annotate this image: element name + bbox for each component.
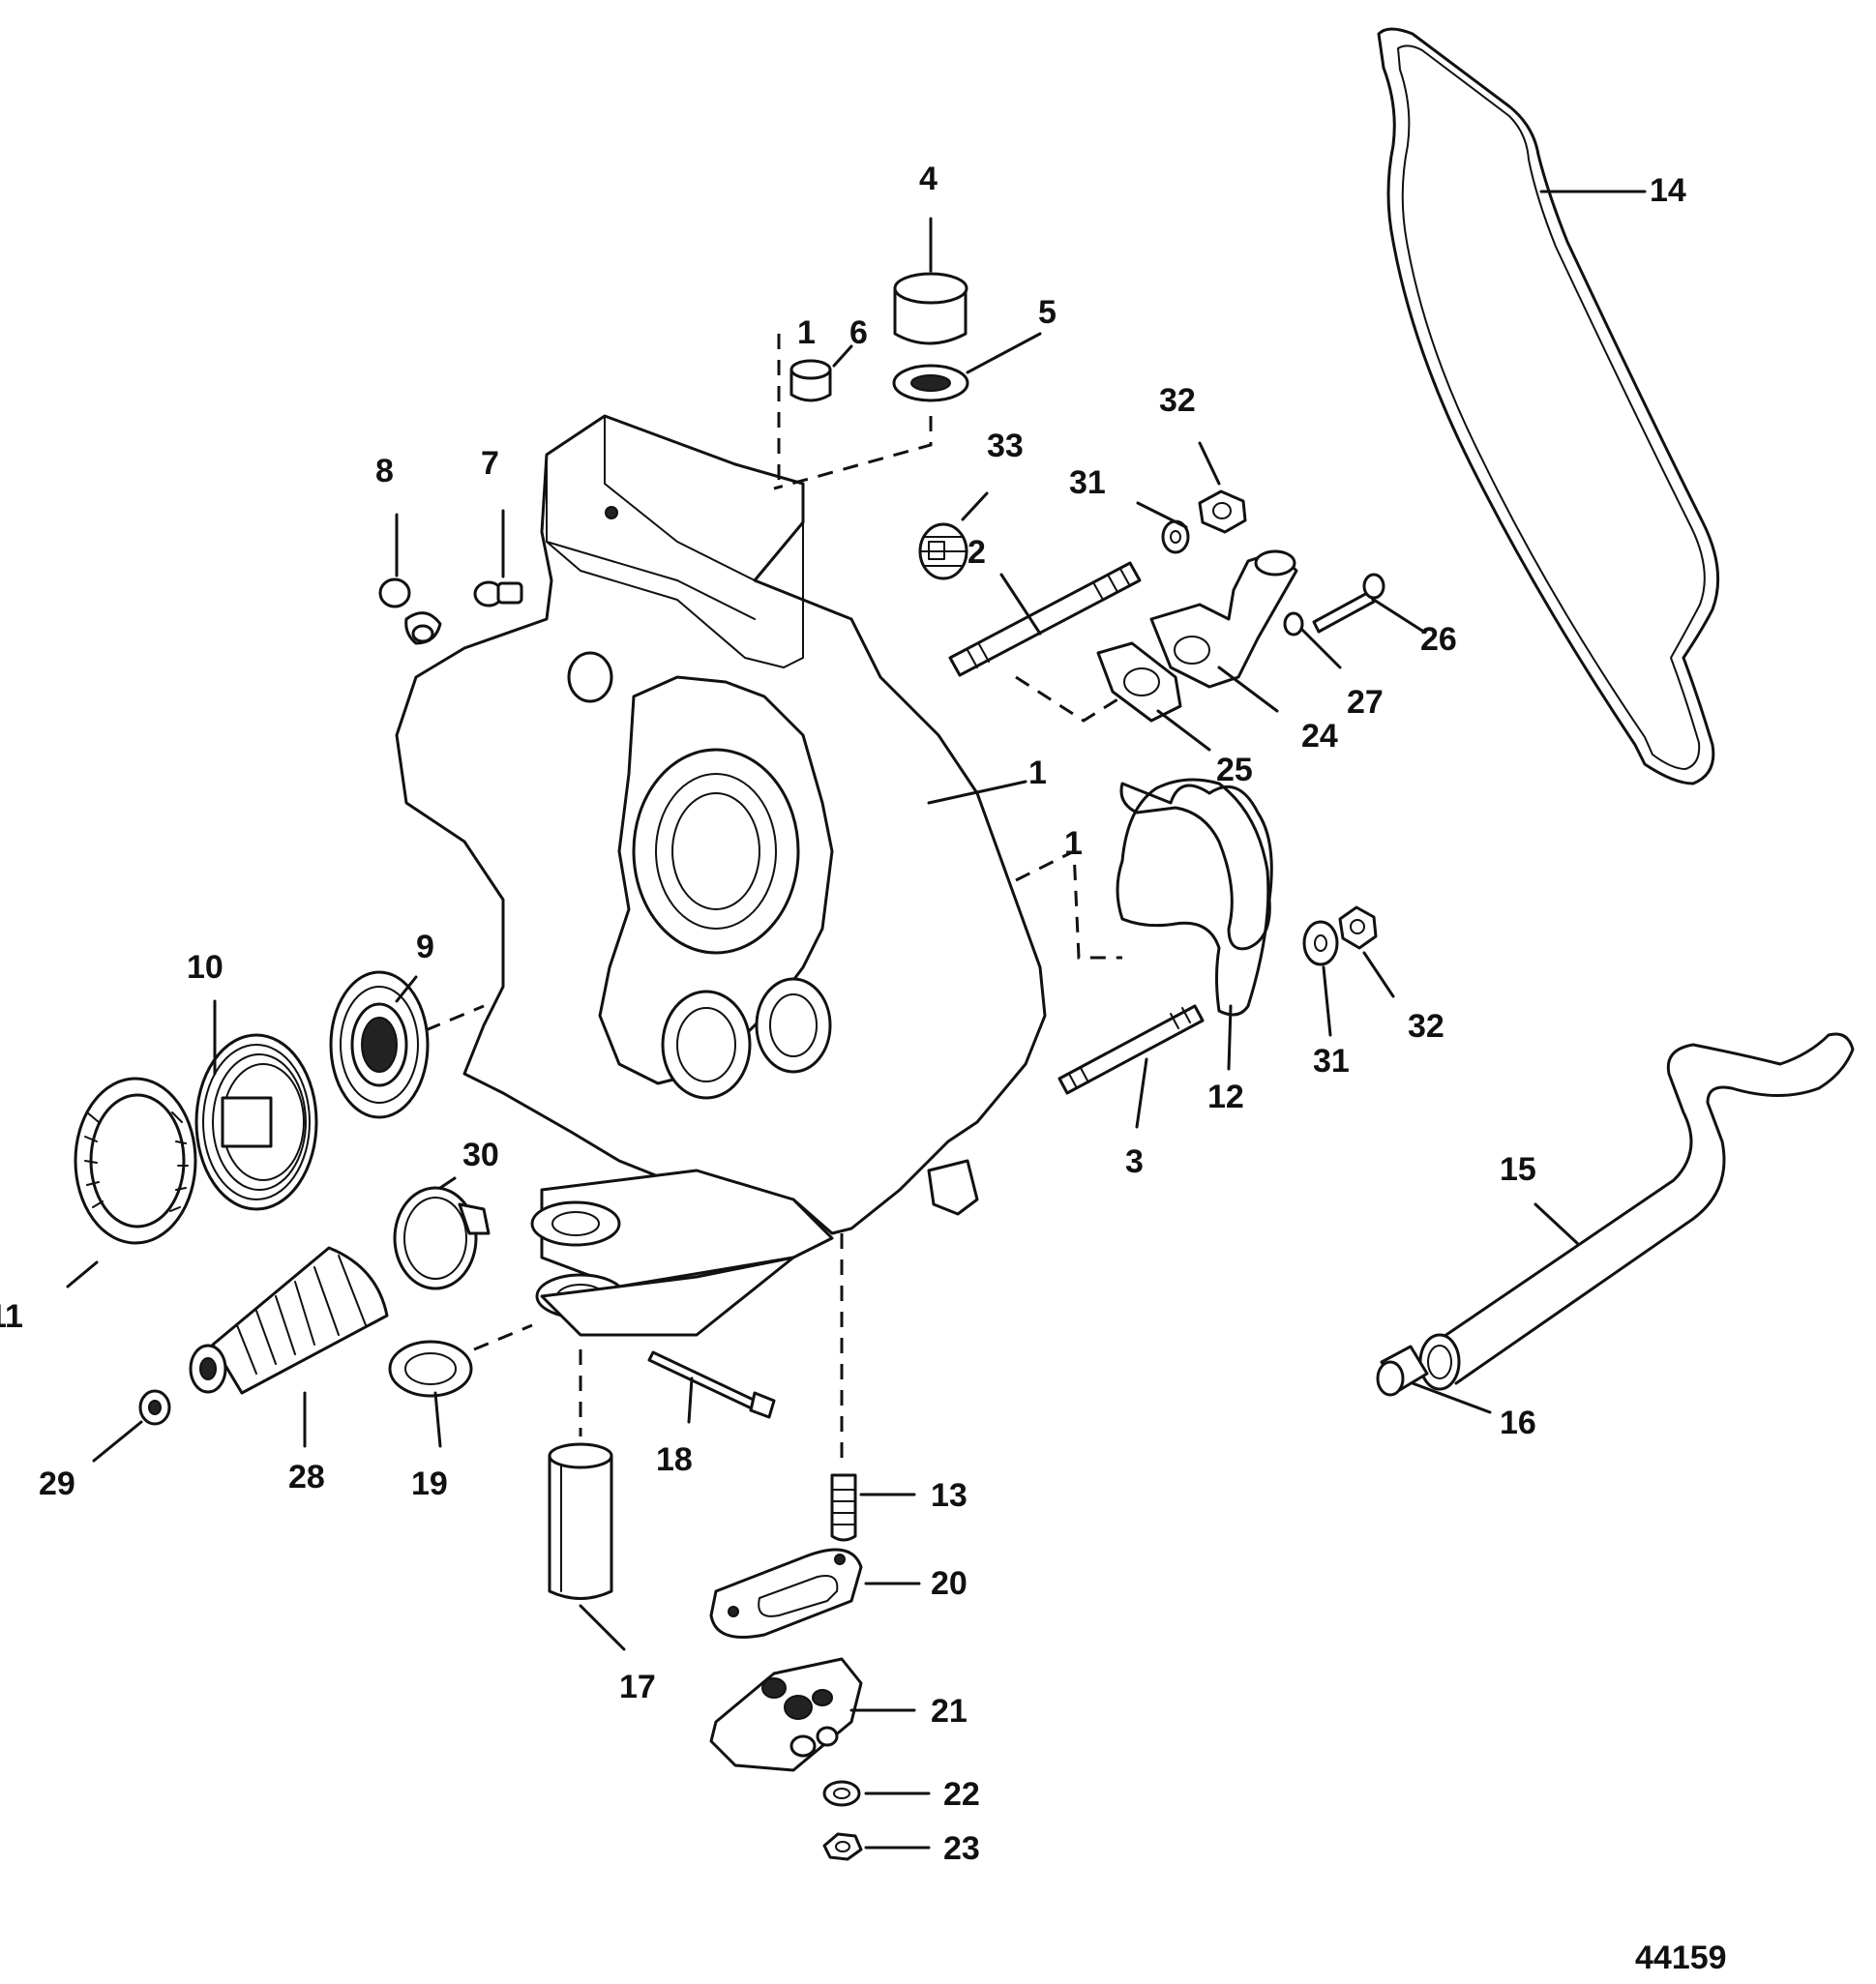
callout-24: 24 bbox=[1301, 718, 1338, 755]
callout-10: 10 bbox=[187, 949, 223, 986]
callout-2: 2 bbox=[968, 534, 986, 571]
callout-31-top: 31 bbox=[1069, 464, 1106, 501]
callout-4: 4 bbox=[919, 161, 938, 197]
callout-33: 33 bbox=[987, 428, 1024, 464]
callout-15: 15 bbox=[1500, 1151, 1536, 1188]
callout-7: 7 bbox=[481, 445, 499, 482]
part-6-bushing bbox=[789, 359, 832, 402]
callout-18: 18 bbox=[656, 1441, 693, 1478]
callout-14: 14 bbox=[1650, 172, 1686, 209]
part-33-plug bbox=[918, 522, 968, 580]
part-22-washer bbox=[822, 1780, 861, 1807]
callout-27: 27 bbox=[1347, 684, 1384, 721]
callout-22: 22 bbox=[943, 1776, 980, 1813]
part-7-fitting bbox=[473, 580, 523, 607]
callout-26: 26 bbox=[1420, 621, 1457, 658]
part-2-stud bbox=[948, 561, 1142, 677]
callout-5: 5 bbox=[1038, 294, 1057, 331]
callout-labels: 1 1 1 2 3 4 5 6 7 8 9 10 11 12 13 14 15 … bbox=[0, 161, 1727, 1976]
callout-21: 21 bbox=[931, 1693, 968, 1730]
callout-1c: 1 bbox=[797, 314, 816, 351]
part-30-clamp bbox=[393, 1186, 491, 1290]
part-10-gear bbox=[194, 1033, 318, 1211]
callout-31-right: 31 bbox=[1313, 1043, 1350, 1080]
callout-1b: 1 bbox=[1064, 825, 1083, 862]
part-15-water-hose bbox=[1418, 1032, 1855, 1391]
part-16-fitting bbox=[1376, 1345, 1429, 1397]
part-3-stud bbox=[1057, 1004, 1205, 1095]
callout-9: 9 bbox=[416, 929, 434, 965]
part-25-gasket bbox=[1096, 641, 1182, 723]
part-18-pin bbox=[647, 1350, 776, 1419]
part-9-bearing bbox=[329, 970, 430, 1119]
part-24-water-fitting bbox=[1149, 549, 1298, 689]
callout-19: 19 bbox=[411, 1466, 448, 1502]
part-28-bellows bbox=[189, 1246, 389, 1395]
callout-25: 25 bbox=[1216, 752, 1253, 788]
part-27-washer bbox=[1283, 611, 1304, 637]
callout-23: 23 bbox=[943, 1830, 980, 1867]
part-14-housing-gasket bbox=[1377, 27, 1720, 785]
part-21-anode bbox=[709, 1657, 863, 1772]
part-1-gear-housing bbox=[395, 414, 1047, 1337]
part-31-washer-right bbox=[1302, 920, 1339, 966]
part-11-needle-bearing bbox=[74, 1077, 197, 1245]
callout-17: 17 bbox=[619, 1669, 656, 1705]
callout-30: 30 bbox=[462, 1137, 499, 1173]
callout-32-right: 32 bbox=[1408, 1008, 1444, 1045]
part-8-fitting bbox=[378, 577, 442, 645]
callout-12: 12 bbox=[1207, 1079, 1244, 1115]
callout-1: 1 bbox=[1028, 755, 1047, 791]
part-23-nut bbox=[822, 1832, 863, 1861]
callout-16: 16 bbox=[1500, 1405, 1536, 1441]
part-32-nut-top bbox=[1198, 489, 1247, 534]
part-19-seal bbox=[388, 1340, 473, 1398]
part-29-nut bbox=[138, 1389, 171, 1426]
leader-lines bbox=[66, 190, 1647, 1850]
part-20-gasket bbox=[709, 1548, 863, 1639]
callout-3: 3 bbox=[1125, 1143, 1144, 1180]
part-5-seal bbox=[892, 364, 969, 402]
part-26-screw bbox=[1312, 573, 1385, 634]
part-17-pivot-pin bbox=[548, 1442, 613, 1600]
part-32-nut-right bbox=[1338, 905, 1378, 950]
part-4-cap bbox=[893, 272, 968, 345]
callout-28: 28 bbox=[288, 1459, 325, 1495]
callout-11: 11 bbox=[0, 1298, 23, 1335]
callout-8: 8 bbox=[375, 453, 394, 489]
callout-32-top: 32 bbox=[1159, 382, 1196, 419]
callout-29: 29 bbox=[39, 1466, 75, 1502]
callout-20: 20 bbox=[931, 1565, 968, 1602]
callout-6: 6 bbox=[849, 314, 868, 351]
callout-13: 13 bbox=[931, 1477, 968, 1514]
part-13-stud bbox=[830, 1473, 857, 1542]
figure-number: 44159 bbox=[1635, 1940, 1727, 1976]
part-12-gasket bbox=[1116, 778, 1273, 1017]
